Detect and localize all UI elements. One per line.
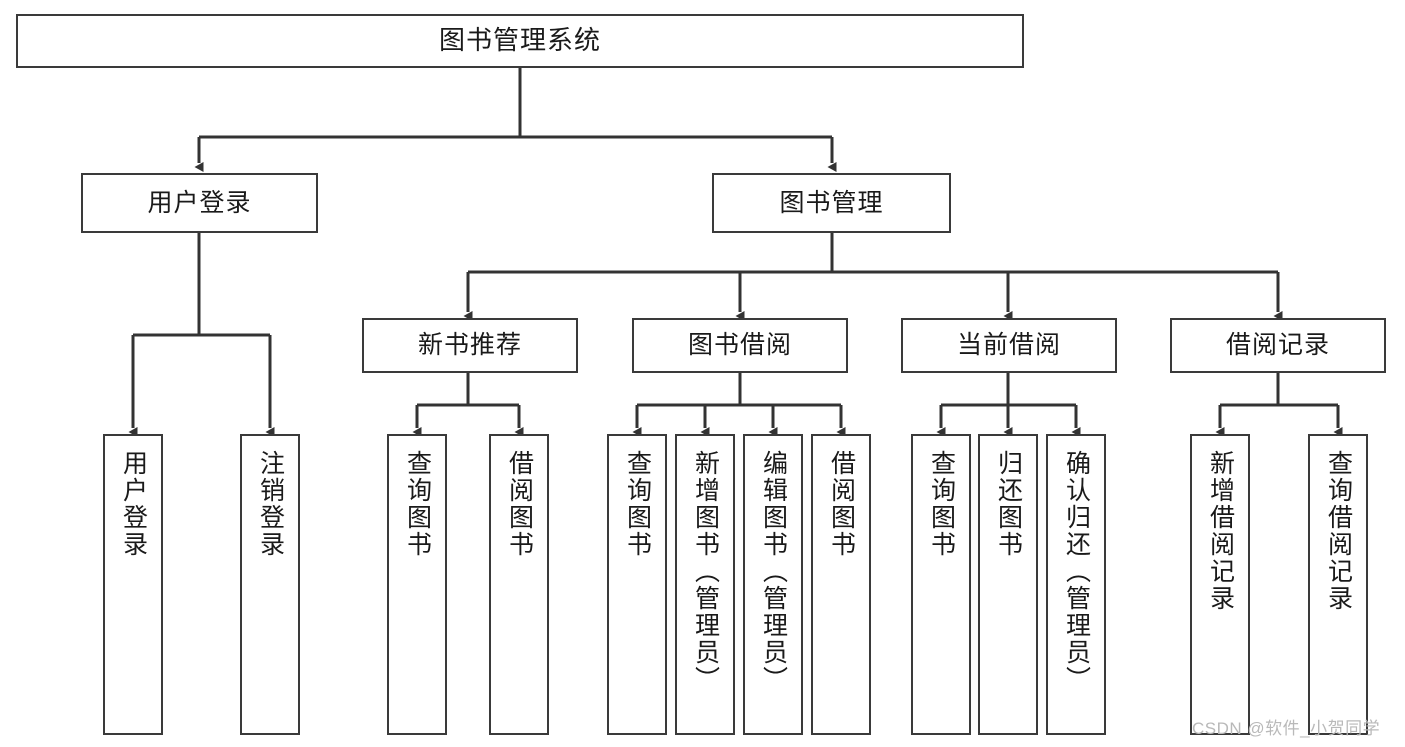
node-new-book-recommend-label: 新书推荐: [417, 331, 522, 360]
node-leaf-borrow-book-2-label: 借阅图书: [827, 450, 856, 558]
node-leaf-user-login-label: 用户登录: [119, 450, 148, 558]
node-leaf-borrow-book-1[interactable]: 借阅图书: [489, 434, 549, 735]
node-leaf-query-book-1[interactable]: 查询图书: [387, 434, 447, 735]
node-leaf-edit-book-label: 编辑图书（管理员）: [759, 450, 788, 693]
node-leaf-user-login[interactable]: 用户登录: [103, 434, 163, 735]
node-new-book-recommend[interactable]: 新书推荐: [362, 318, 578, 373]
node-borrow-record[interactable]: 借阅记录: [1170, 318, 1386, 373]
node-leaf-query-book-2-label: 查询图书: [623, 450, 652, 558]
node-leaf-borrow-book-2[interactable]: 借阅图书: [811, 434, 871, 735]
csdn-watermark: CSDN @软件_小贺同学: [1192, 719, 1381, 738]
node-book-borrow[interactable]: 图书借阅: [632, 318, 848, 373]
node-current-borrow-label: 当前借阅: [956, 331, 1061, 360]
node-leaf-add-book-label: 新增图书（管理员）: [691, 450, 720, 693]
node-leaf-return-book[interactable]: 归还图书: [978, 434, 1038, 735]
node-user-login[interactable]: 用户登录: [81, 173, 318, 233]
node-book-manage[interactable]: 图书管理: [712, 173, 951, 233]
node-leaf-query-record-label: 查询借阅记录: [1324, 450, 1353, 612]
node-leaf-add-record-label: 新增借阅记录: [1206, 450, 1235, 612]
node-root-system[interactable]: 图书管理系统: [16, 14, 1024, 68]
node-user-login-label: 用户登录: [147, 188, 252, 217]
node-leaf-borrow-book-1-label: 借阅图书: [505, 450, 534, 558]
node-leaf-query-record[interactable]: 查询借阅记录: [1308, 434, 1368, 735]
node-root-system-label: 图书管理系统: [438, 25, 601, 56]
node-borrow-record-label: 借阅记录: [1225, 331, 1330, 360]
node-leaf-add-book[interactable]: 新增图书（管理员）: [675, 434, 735, 735]
node-leaf-confirm-return[interactable]: 确认归还（管理员）: [1046, 434, 1106, 735]
node-book-borrow-label: 图书借阅: [687, 331, 792, 360]
node-leaf-query-book-1-label: 查询图书: [403, 450, 432, 558]
node-leaf-query-book-2[interactable]: 查询图书: [607, 434, 667, 735]
node-leaf-add-record[interactable]: 新增借阅记录: [1190, 434, 1250, 735]
node-leaf-edit-book[interactable]: 编辑图书（管理员）: [743, 434, 803, 735]
node-leaf-logout-label: 注销登录: [256, 450, 285, 558]
node-leaf-query-book-3[interactable]: 查询图书: [911, 434, 971, 735]
node-leaf-query-book-3-label: 查询图书: [927, 450, 956, 558]
node-current-borrow[interactable]: 当前借阅: [901, 318, 1117, 373]
node-leaf-confirm-return-label: 确认归还（管理员）: [1062, 450, 1091, 693]
node-leaf-return-book-label: 归还图书: [994, 450, 1023, 558]
node-leaf-logout[interactable]: 注销登录: [240, 434, 300, 735]
node-book-manage-label: 图书管理: [779, 188, 884, 217]
